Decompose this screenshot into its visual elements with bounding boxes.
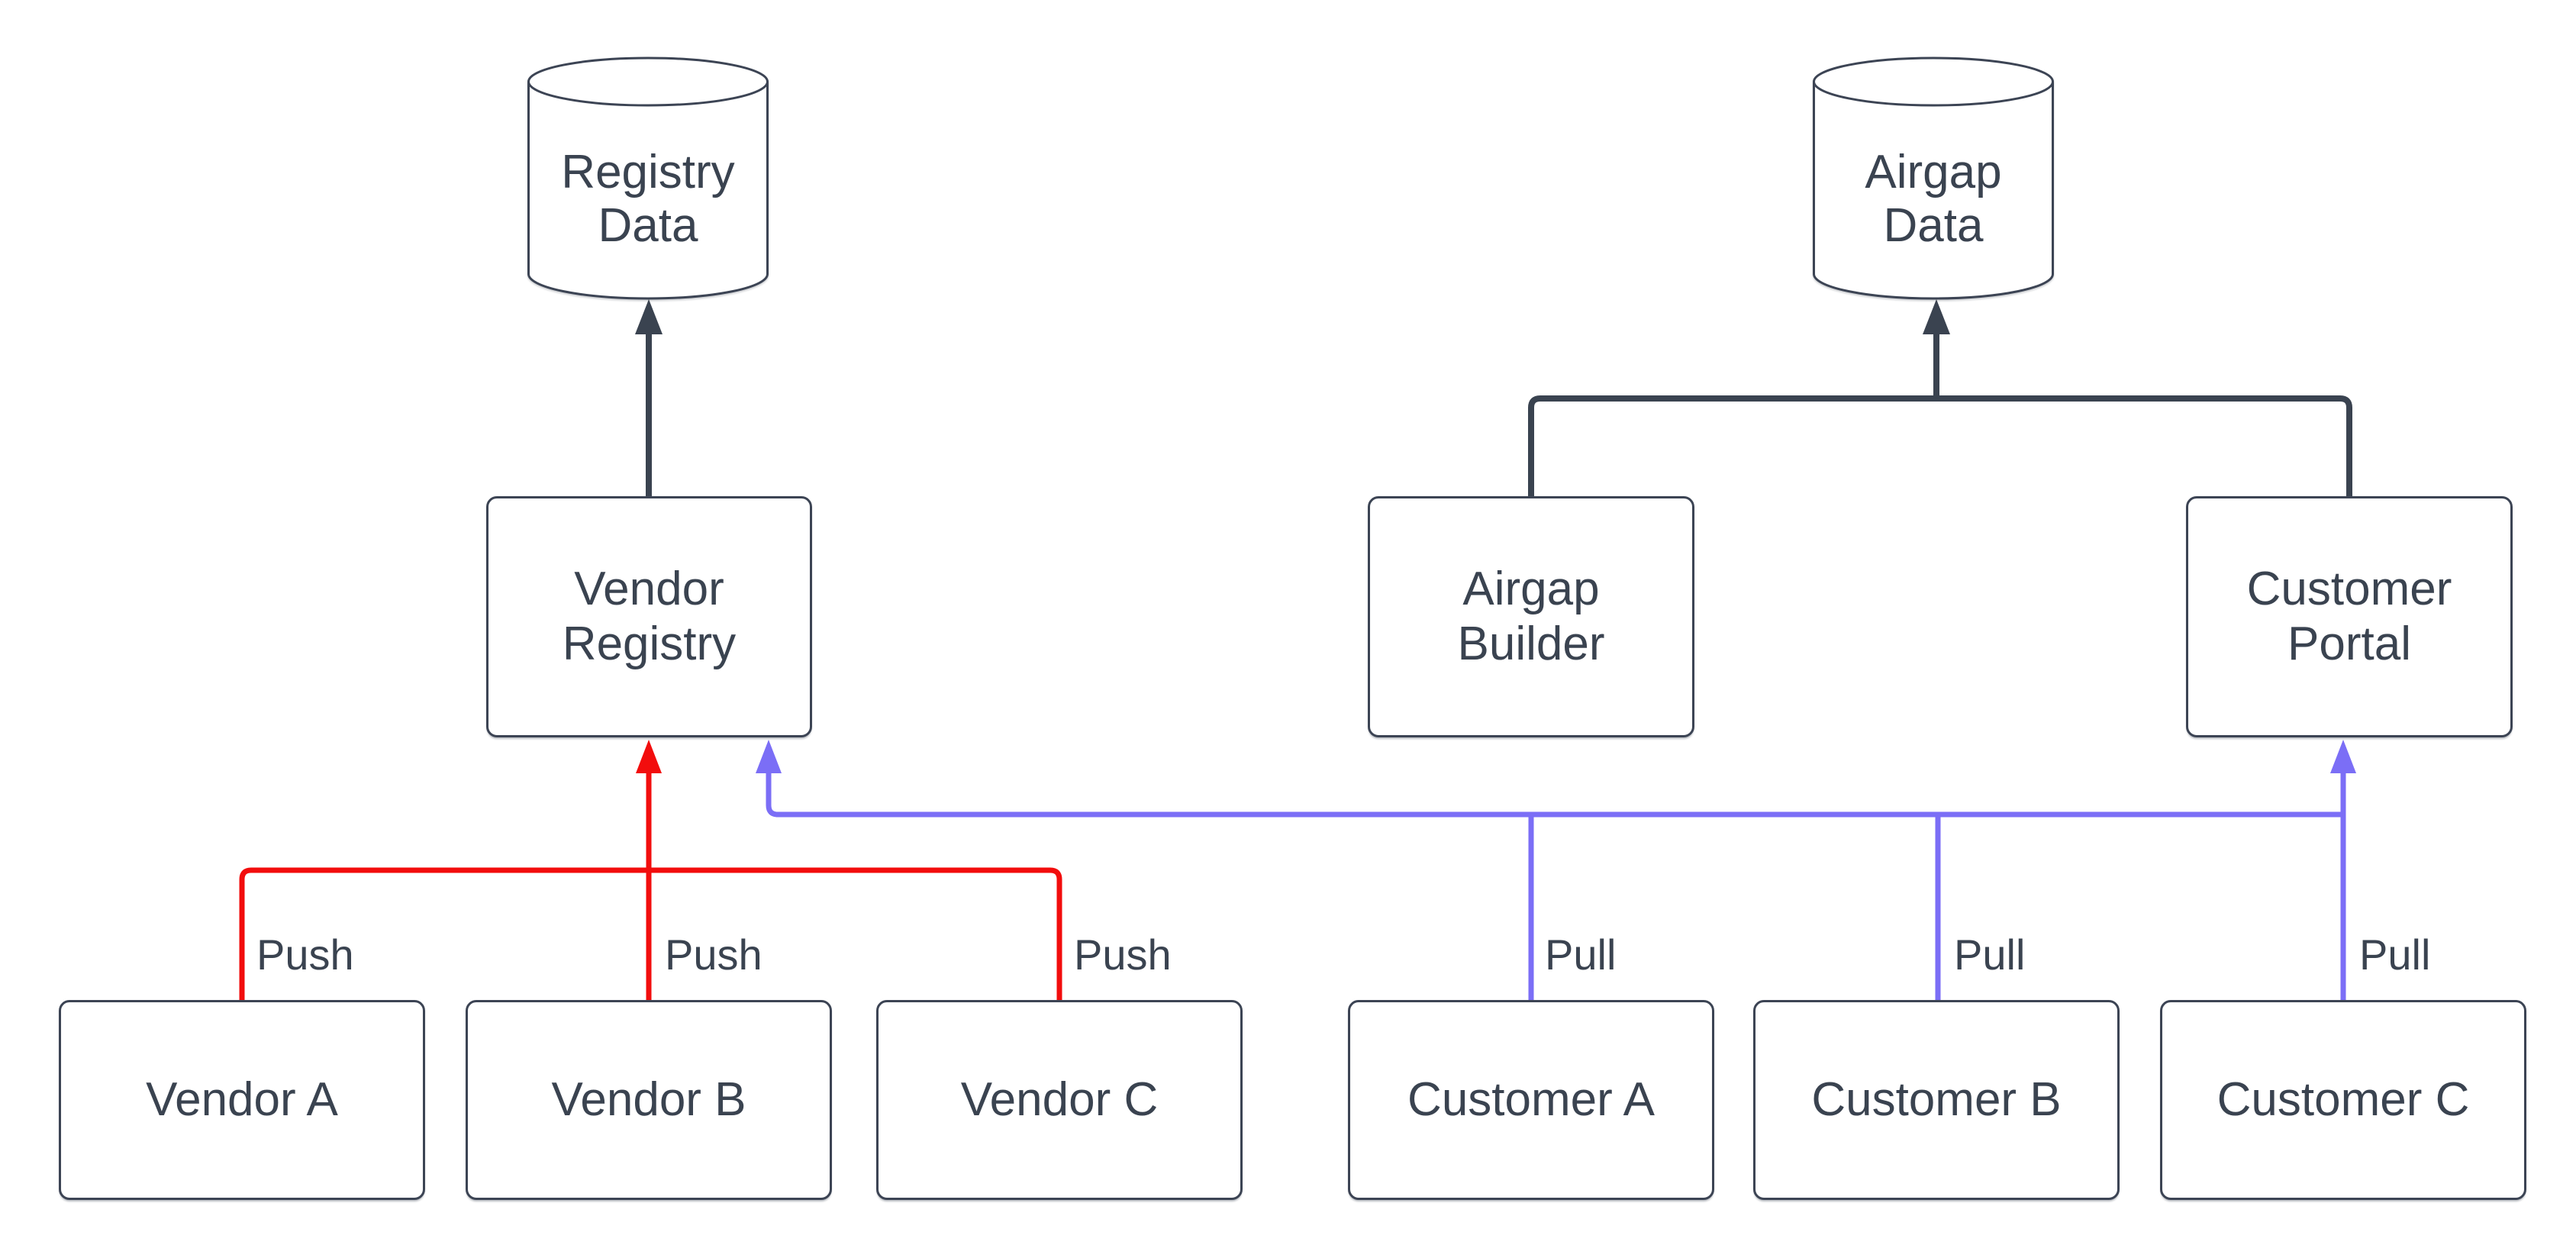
node-label: Vendor Registry (562, 563, 737, 670)
edge-label-push-3: Push (1071, 933, 1175, 977)
edge-airgap-builder-portal-tee (1528, 395, 2352, 498)
database-cylinder-icon (1813, 56, 2054, 300)
node-customer-c: Customer C (2160, 1000, 2526, 1200)
node-vendor-registry: Vendor Registry (486, 496, 812, 737)
node-customer-portal: Customer Portal (2186, 496, 2513, 737)
database-cylinder-icon (527, 56, 769, 300)
node-customer-a: Customer A (1348, 1000, 1714, 1200)
node-vendor-c: Vendor C (876, 1000, 1243, 1200)
edge-label-pull-1: Pull (1542, 933, 1620, 977)
arrowhead-push-vendor-registry (636, 740, 662, 773)
edge-pull-bus-to-vendor-registry (766, 773, 2343, 818)
arrowhead-pull-vendor-registry (756, 740, 782, 773)
node-label: Customer C (2217, 1073, 2470, 1126)
node-label: Vendor B (551, 1073, 746, 1126)
node-customer-b: Customer B (1753, 1000, 2120, 1200)
edge-label-push-1: Push (253, 933, 357, 977)
node-label: Customer Portal (2246, 563, 2452, 670)
edge-label-push-2: Push (662, 933, 766, 977)
node-label: Airgap Builder (1457, 563, 1605, 670)
node-label: Customer A (1407, 1073, 1655, 1126)
node-label: Registry Data (561, 145, 735, 252)
arrowhead-airgap-data (1923, 299, 1950, 334)
node-vendor-b: Vendor B (466, 1000, 832, 1200)
node-label: Vendor C (960, 1073, 1159, 1126)
node-label: Airgap Data (1865, 145, 2002, 252)
node-airgap-data: Airgap Data (1812, 56, 2055, 300)
node-airgap-builder: Airgap Builder (1368, 496, 1694, 737)
arrowhead-registry-data (635, 299, 663, 334)
arrowhead-pull-customer-portal (2330, 740, 2356, 773)
node-label: Vendor A (146, 1073, 338, 1126)
node-vendor-a: Vendor A (59, 1000, 425, 1200)
edge-label-pull-3: Pull (2356, 933, 2434, 977)
edge-label-pull-2: Pull (1951, 933, 2029, 977)
node-registry-data: Registry Data (527, 56, 769, 300)
node-label: Customer B (1811, 1073, 2062, 1126)
